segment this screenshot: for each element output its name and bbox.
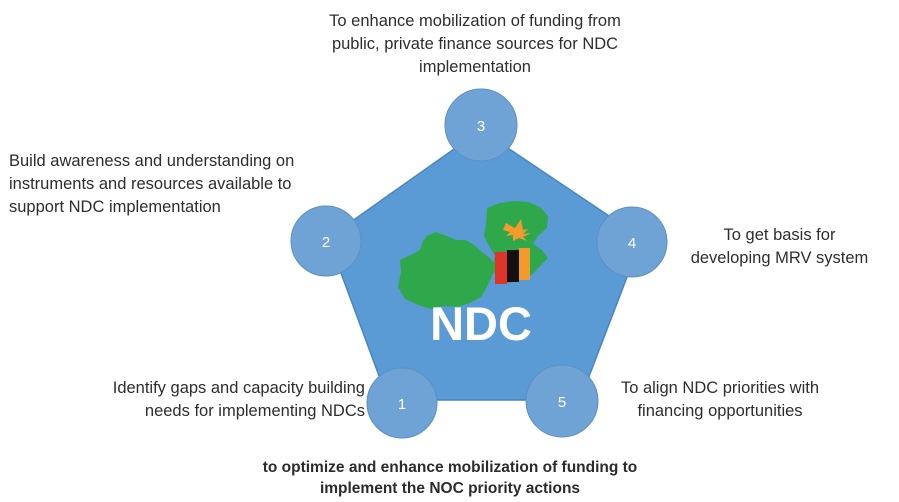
node-3-number: 3 [477, 118, 485, 135]
node-2-description: Build awareness and understanding on ins… [9, 150, 379, 219]
node-2-line-2: instruments and resources available to [9, 175, 292, 193]
caption-line-2: implement the NOC priority actions [319, 480, 581, 497]
node-1-circle [366, 367, 438, 439]
node-2-line-3: support NDC implementation [9, 198, 221, 216]
node-3: 3 [444, 88, 518, 162]
node-4-line-1: To get basis for [723, 226, 836, 244]
node-1-line-1: Identify gaps and capacity building [112, 379, 365, 397]
node-5-circle [525, 364, 599, 438]
node-4-line-2: developing MRV system [690, 249, 869, 267]
node-4: 4 [596, 206, 668, 278]
node-3-line-1: To enhance mobilization of funding from [329, 12, 621, 30]
node-1: 1 [366, 367, 438, 439]
flag-black-stripe [507, 250, 519, 282]
node-5: 5 [525, 364, 599, 438]
node-5-description: To align NDC priorities with financing o… [590, 377, 850, 423]
node-1-line-2: needs for implementing NDCs [144, 402, 365, 420]
node-2: 2 [290, 205, 362, 277]
flag-red-stripe [495, 252, 507, 284]
node-3-line-2: public, private finance sources for NDC [331, 35, 619, 53]
caption-line-1: to optimize and enhance mobilization of … [262, 459, 638, 476]
node-2-circle [290, 205, 362, 277]
flag-eagle-icon [503, 219, 531, 241]
node-4-circle [596, 206, 668, 278]
node-5-line-1: To align NDC priorities with [620, 379, 820, 397]
zambia-map [398, 201, 548, 309]
node-4-description: To get basis for developing MRV system [672, 224, 887, 270]
map-west [398, 232, 496, 309]
node-4-number: 4 [628, 235, 636, 252]
node-1-description: Identify gaps and capacity building need… [25, 377, 365, 423]
node-3-line-3: implementation [419, 58, 531, 76]
diagram-caption: to optimize and enhance mobilization of … [220, 457, 680, 499]
node-2-line-1: Build awareness and understanding on [9, 152, 295, 170]
node-5-number: 5 [558, 394, 566, 411]
flag-orange-stripe [519, 248, 530, 280]
node-2-number: 2 [322, 234, 330, 251]
center-label: NDC [430, 297, 532, 350]
node-3-circle [444, 88, 518, 162]
node-1-number: 1 [398, 396, 406, 413]
node-3-description: To enhance mobilization of funding from … [255, 10, 695, 79]
node-5-line-2: financing opportunities [637, 402, 803, 420]
zambia-flag [495, 219, 531, 284]
